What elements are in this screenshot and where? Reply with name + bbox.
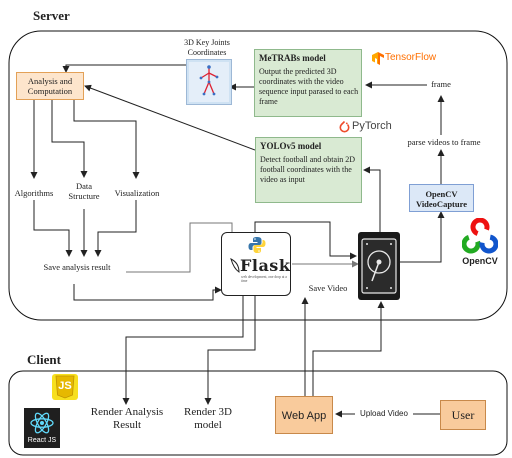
tensorflow-logo: TensorFlow [372, 52, 437, 66]
metrabs-model-box: MeTRABs model Output the predicted 3D co… [254, 49, 362, 117]
parse-videos-label: parse videos to frame [407, 137, 481, 147]
yolov5-desc: Detect football and obtain 2D football c… [260, 155, 356, 184]
yolov5-title: YOLOv5 model [260, 141, 322, 151]
pytorch-text: PyTorch [352, 120, 392, 132]
hard-drive-icon [361, 238, 397, 294]
tensorflow-text: TensorFlow [385, 52, 437, 63]
web-app-label: Web App [281, 410, 327, 422]
pytorch-icon [339, 121, 350, 133]
flask-horn-icon [230, 258, 240, 273]
algorithms-label: Algorithms [14, 188, 54, 198]
keypoints-title: 3D Key Joints Coordinates [184, 38, 230, 57]
flask-text: Flask [240, 256, 291, 275]
client-heading: Client [27, 352, 61, 367]
react-atom-icon [30, 412, 54, 434]
flask-server-box: Flask web development, one drop at a tim… [221, 232, 291, 296]
javascript-logo: JS [52, 374, 78, 400]
python-icon [248, 237, 266, 253]
server-heading: Server [33, 8, 70, 23]
js-shield-icon [55, 375, 75, 399]
user-label: User [451, 408, 475, 422]
save-analysis-label: Save analysis result [43, 262, 111, 272]
save-video-label: Save Video [308, 283, 348, 293]
render-analysis-label: Render Analysis Result [90, 406, 164, 431]
web-app-box: Web App [275, 396, 333, 434]
skeleton-plot-image [186, 59, 232, 105]
tensorflow-icon [372, 52, 384, 65]
data-structure-label: Data Structure [68, 181, 100, 201]
user-box: User [440, 400, 486, 430]
server-panel [8, 30, 508, 321]
analysis-label: Analysis and Computation [27, 76, 73, 96]
metrabs-title: MeTRABs model [259, 53, 326, 63]
frame-label: frame [431, 79, 451, 89]
opencv-icon [462, 218, 498, 254]
render-3d-label: Render 3D model [184, 406, 232, 431]
visualization-label: Visualization [114, 188, 160, 198]
metrabs-desc: Output the predicted 3D coordinates with… [259, 67, 359, 106]
opencv-videocapture-box: OpenCV VideoCapture [409, 184, 474, 212]
video-storage-icon [358, 232, 400, 300]
pytorch-logo: PyTorch [339, 120, 409, 135]
analysis-computation-box: Analysis and Computation [16, 72, 84, 100]
reactjs-logo: React JS [24, 408, 60, 448]
flask-tagline: web development, one drop at a time [241, 275, 287, 283]
yolov5-model-box: YOLOv5 model Detect football and obtain … [255, 137, 362, 203]
upload-video-label: Upload Video [355, 409, 413, 419]
client-panel [8, 370, 508, 456]
skeleton-icon [189, 62, 229, 102]
js-text: JS [58, 380, 72, 392]
opencv-text: OpenCV [462, 256, 498, 266]
reactjs-text: React JS [27, 437, 57, 444]
opencv-capture-label: OpenCV VideoCapture [416, 189, 467, 209]
opencv-logo: OpenCV [456, 218, 504, 270]
